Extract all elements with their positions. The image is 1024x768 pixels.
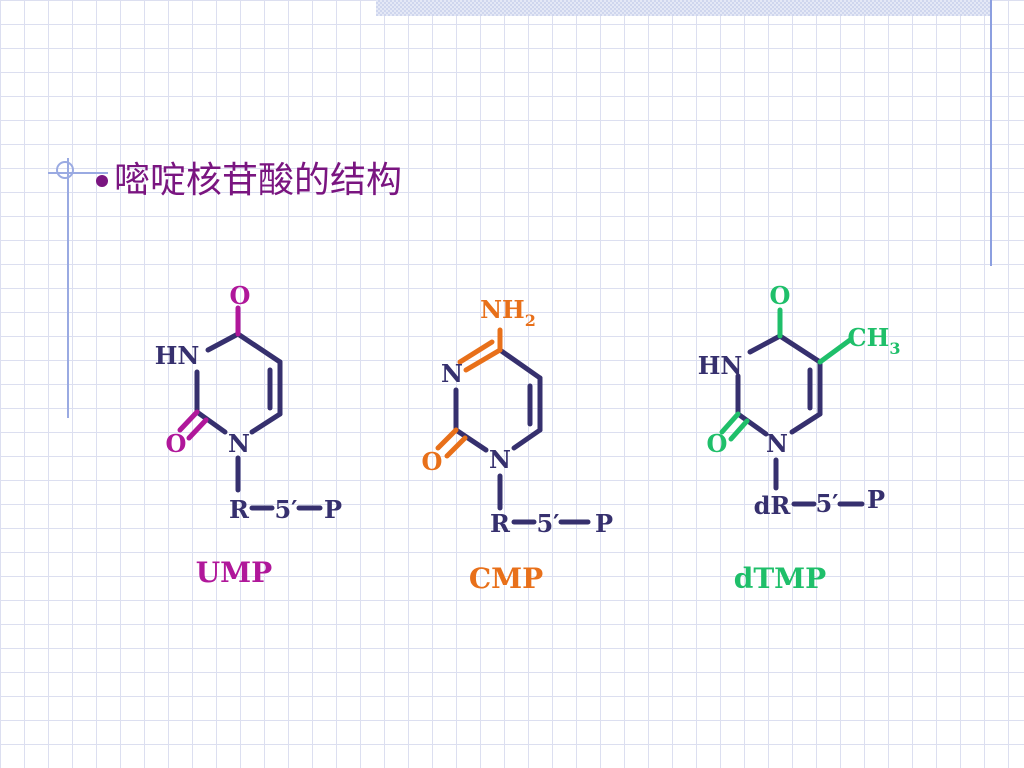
bullet-dot-icon <box>96 175 108 187</box>
cmp-n3: N <box>441 359 463 388</box>
cmp-ribose: R <box>490 509 511 538</box>
dtmp-highlight-bonds <box>719 307 853 442</box>
ump-oxygen-4: O <box>230 281 251 310</box>
cmp-ring-bonds <box>453 347 591 525</box>
cmp-structure <box>435 327 591 525</box>
cmp-highlight-bonds <box>435 327 503 459</box>
dtmp-n3h: HN <box>698 351 743 380</box>
ump-label: UMP <box>196 556 272 589</box>
ump-n3h: HN <box>155 341 200 370</box>
dtmp-oxygen-2: O <box>707 429 728 458</box>
dtmp-structure <box>719 307 865 507</box>
ump-5prime: 5′ <box>274 495 297 524</box>
ump-structure <box>177 305 323 511</box>
left-frame-line <box>67 158 69 418</box>
cmp-phosphate: P <box>595 509 613 538</box>
ump-ribose: R <box>229 495 250 524</box>
dtmp-methyl: CH3 <box>848 323 901 358</box>
cmp-label: CMP <box>469 562 543 595</box>
title-frame-line <box>48 172 108 174</box>
right-frame-line <box>990 0 992 266</box>
ump-carbonyl-bonds <box>177 305 241 441</box>
slide-title-text: 嘧啶核苷酸的结构 <box>114 160 403 201</box>
ump-n1: N <box>228 429 250 458</box>
ump-ring-bonds <box>194 331 323 511</box>
dtmp-label: dTMP <box>734 562 826 595</box>
cmp-n1: N <box>489 445 511 474</box>
dtmp-oxygen-4: O <box>770 281 791 310</box>
dtmp-phosphate: P <box>867 485 885 514</box>
top-decorative-band <box>376 0 992 16</box>
dtmp-ring-bonds <box>735 333 865 507</box>
cmp-oxygen-2: O <box>422 447 443 476</box>
dtmp-n1: N <box>766 429 788 458</box>
cmp-5prime: 5′ <box>536 509 559 538</box>
slide-title: 嘧啶核苷酸的结构 <box>96 152 402 202</box>
ump-phosphate: P <box>324 495 342 524</box>
cmp-amino: NH2 <box>480 295 536 330</box>
title-circle-marker <box>56 161 74 179</box>
ump-oxygen-2: O <box>166 429 187 458</box>
dtmp-5prime: 5′ <box>815 489 838 518</box>
dtmp-deoxyribose: dR <box>754 491 792 520</box>
